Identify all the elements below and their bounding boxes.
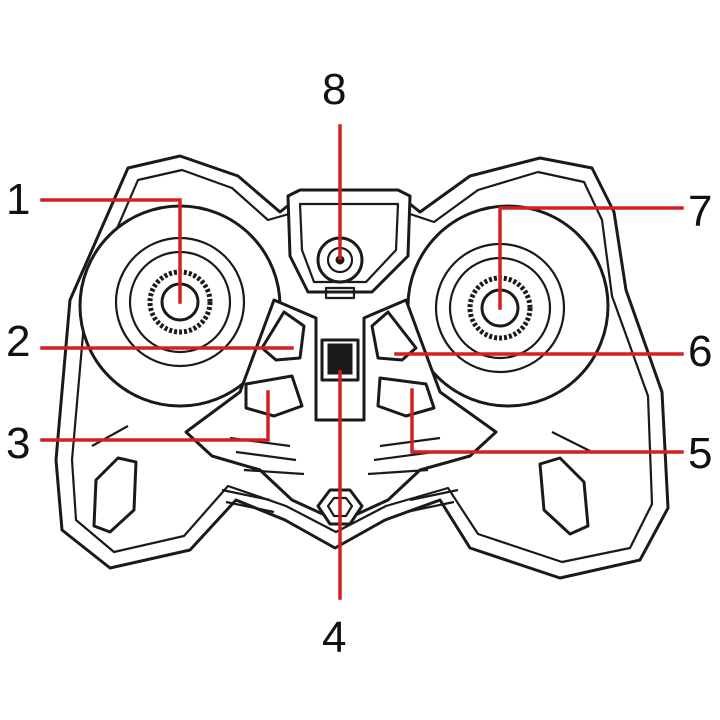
- callout-numbers: 1 2 3 4 5 6 7 8: [6, 65, 712, 662]
- callout-label-5: 5: [688, 429, 712, 478]
- right-lower-button-shape: [376, 376, 436, 418]
- center-top-tab-inner: [298, 202, 400, 284]
- center-panel-lines: [229, 418, 441, 476]
- controller-body: [54, 154, 670, 580]
- right-upper-button-shape: [370, 310, 418, 362]
- grip-rib-lines: [91, 425, 593, 514]
- callout-label-1: 1: [6, 175, 30, 224]
- callout-label-4: 4: [322, 613, 346, 662]
- callout-line-7: [498, 206, 684, 310]
- callout-lines: [40, 124, 684, 600]
- callout-line-3: [40, 390, 270, 442]
- callout-label-6: 6: [688, 327, 712, 376]
- power-switch-slider: [327, 343, 353, 375]
- left-lower-button-shape: [244, 374, 304, 418]
- callout-label-3: 3: [6, 419, 30, 468]
- right-grip-pad: [538, 456, 590, 536]
- left-grip-pad: [92, 456, 138, 534]
- center-hex-emblem-inner: [326, 496, 354, 518]
- callout-label-7: 7: [688, 187, 712, 236]
- led-bracket: [324, 286, 356, 300]
- callout-label-2: 2: [6, 317, 30, 366]
- callout-line-5: [410, 388, 684, 454]
- callout-line-1: [40, 198, 182, 304]
- callout-label-8: 8: [322, 65, 346, 114]
